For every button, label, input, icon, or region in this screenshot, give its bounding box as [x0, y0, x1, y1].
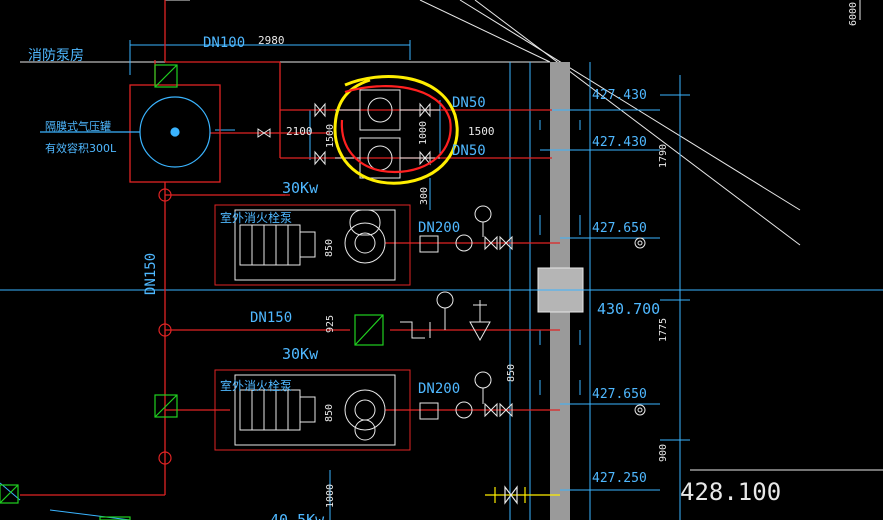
dim-1000-b: 1000	[325, 484, 336, 508]
building-outline	[20, 0, 883, 471]
dim-1000-a: 1000	[418, 121, 429, 145]
elev-6: 427.250	[592, 471, 647, 486]
highlight-annotation	[333, 75, 459, 185]
dim-900: 900	[658, 444, 669, 462]
power1-label: 30Kw	[282, 179, 319, 197]
pump2-label: 室外消火栓泵	[220, 378, 292, 393]
tank-label-line1: 隔膜式气压罐	[45, 119, 111, 133]
power3-label: 40.5Kw	[270, 511, 325, 520]
dim-925: 925	[325, 315, 336, 333]
dn100-label: DN100	[203, 35, 245, 51]
axis-lines	[0, 40, 883, 520]
dn150-h-label: DN150	[250, 310, 292, 326]
power2-label: 30Kw	[282, 345, 319, 363]
room-label: 消防泵房	[28, 48, 84, 64]
pump1-label: 室外消火栓泵	[220, 210, 292, 225]
dim-850-c: 850	[506, 364, 517, 382]
pump-housings	[214, 204, 411, 451]
dn150-v-label: DN150	[143, 253, 159, 295]
pressure-tank	[40, 96, 211, 168]
dim-6000: 6000	[848, 2, 859, 26]
pump-2	[234, 374, 396, 446]
red-pipes	[20, 0, 560, 496]
structural-column	[537, 62, 584, 520]
dim-2980: 2980	[258, 34, 285, 47]
dim-1790: 1790	[658, 144, 669, 168]
elev-3: 427.650	[592, 221, 647, 236]
dim-2100: 2100	[286, 125, 313, 138]
elev-4: 430.700	[597, 300, 660, 318]
tank-label-line2: 有效容积300L	[45, 141, 117, 155]
elev-2: 427.430	[592, 135, 647, 150]
dim-1500-v: 1500	[325, 124, 336, 148]
dn50-b-label: DN50	[452, 143, 486, 159]
dn200-a-label: DN200	[418, 220, 460, 236]
flow-switches	[0, 64, 384, 520]
valves	[257, 102, 646, 420]
pipe-junctions	[158, 188, 172, 465]
dim-1775: 1775	[658, 318, 669, 342]
elev-big: 428.100	[680, 478, 781, 506]
dim-850-a: 850	[324, 239, 335, 257]
bottom-valve	[485, 485, 560, 505]
elev-5: 427.650	[592, 387, 647, 402]
pump-1	[234, 209, 396, 281]
dim-1500: 1500	[468, 125, 495, 138]
dn200-b-label: DN200	[418, 381, 460, 397]
dim-300: 300	[419, 187, 430, 205]
dn50-a-label: DN50	[452, 95, 486, 111]
dim-850-b: 850	[324, 404, 335, 422]
elev-1: 427.430	[592, 88, 647, 103]
